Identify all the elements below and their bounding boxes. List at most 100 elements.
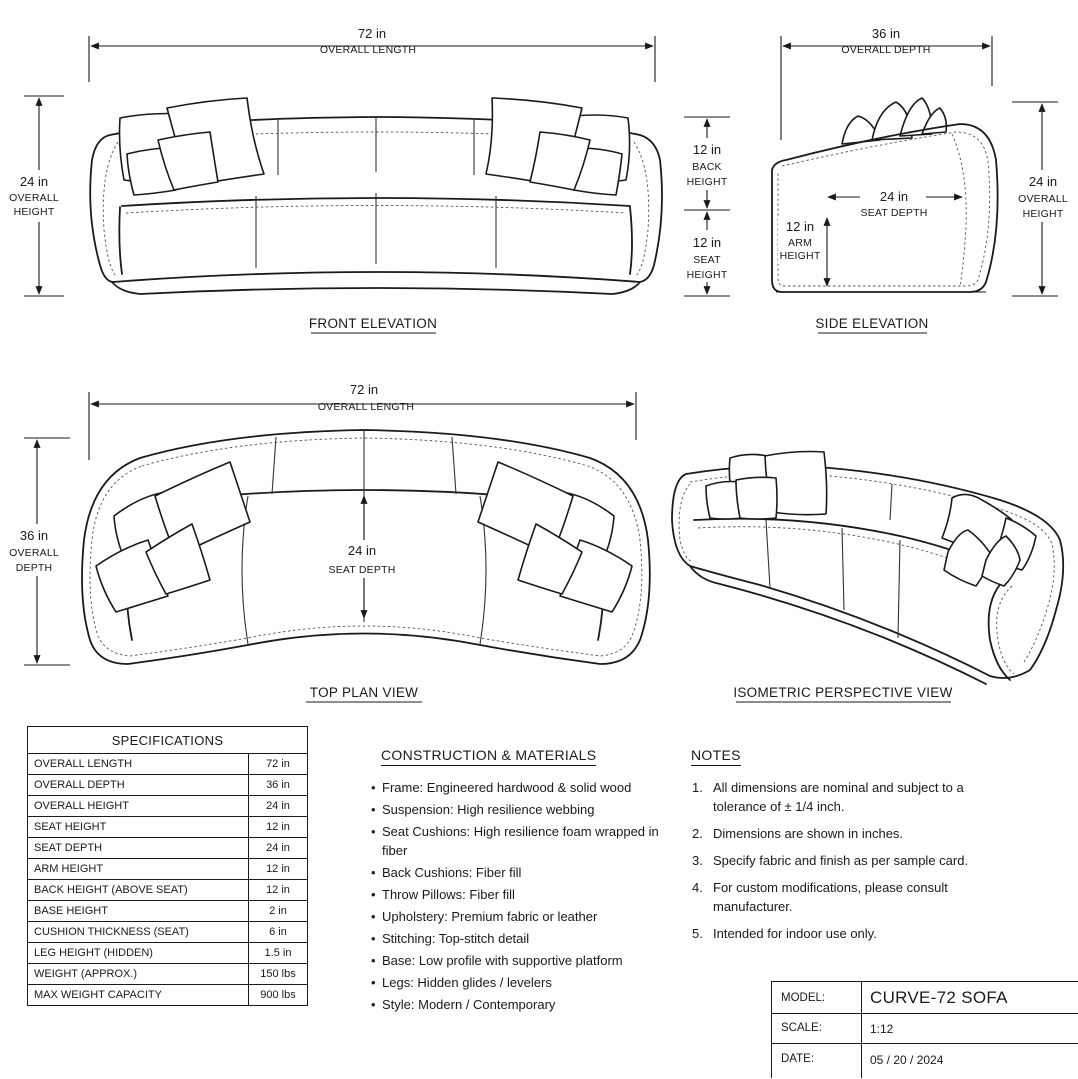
- spec-label: LEG HEIGHT (HIDDEN): [27, 942, 249, 964]
- plan-length-value: 72 in: [350, 382, 378, 397]
- construction-heading: CONSTRUCTION & MATERIALS: [381, 747, 597, 766]
- front-height-label-2: HEIGHT: [14, 206, 55, 218]
- front-length-value: 72 in: [358, 26, 386, 41]
- list-item: Suspension: High resilience webbing: [371, 800, 671, 819]
- model-label: MODEL:: [781, 992, 826, 1004]
- table-row: CUSHION THICKNESS (SEAT)6 in: [27, 921, 308, 943]
- note-number: 5.: [692, 926, 703, 941]
- notes-heading: NOTES: [691, 747, 741, 766]
- spec-label: ARM HEIGHT: [27, 858, 249, 880]
- spec-value: 150 lbs: [248, 963, 308, 985]
- scale-value: 1:12: [870, 1022, 894, 1036]
- spec-value: 24 in: [248, 837, 308, 859]
- side-elevation-view: 36 in OVERALL DEPTH 24 in OVERALL HEIGHT…: [771, 26, 1072, 334]
- date-value: 05 / 20 / 2024: [870, 1053, 944, 1067]
- seat-height-label-1: SEAT: [693, 254, 721, 266]
- top-plan-title: TOP PLAN VIEW: [310, 685, 418, 700]
- construction-title: CONSTRUCTION & MATERIALS: [381, 747, 597, 766]
- top-plan-view: 72 in OVERALL LENGTH 36 in OVERALL DEPTH…: [8, 382, 651, 703]
- note-text: Dimensions are shown in inches.: [713, 826, 904, 841]
- construction-list: Frame: Engineered hardwood & solid wood …: [371, 778, 671, 1017]
- plan-depth-label-1: OVERALL: [9, 547, 59, 559]
- isometric-title: ISOMETRIC PERSPECTIVE VIEW: [733, 685, 952, 700]
- spec-label: BASE HEIGHT: [27, 900, 249, 922]
- spec-label: OVERALL LENGTH: [27, 753, 249, 775]
- side-elevation-title: SIDE ELEVATION: [815, 316, 928, 331]
- side-height-label-2: HEIGHT: [1023, 208, 1064, 220]
- side-height-label-1: OVERALL: [1018, 193, 1068, 205]
- front-sofa-outline: [89, 116, 663, 283]
- list-item: Legs: Hidden glides / levelers: [371, 973, 671, 992]
- spec-value: 900 lbs: [248, 984, 308, 1006]
- list-item: 5. Intended for indoor use only.: [692, 924, 992, 943]
- note-number: 3.: [692, 853, 703, 868]
- notes-title: NOTES: [691, 747, 741, 766]
- spec-value: 12 in: [248, 816, 308, 838]
- spec-label: SEAT HEIGHT: [27, 816, 249, 838]
- title-block: MODEL: CURVE-72 SOFA SCALE: 1:12 DATE: 0…: [771, 981, 1078, 1078]
- spec-label: MAX WEIGHT CAPACITY: [27, 984, 249, 1006]
- list-item: 2. Dimensions are shown in inches.: [692, 824, 992, 843]
- side-seat-depth-value: 24 in: [880, 189, 908, 204]
- side-seat-depth-label: SEAT DEPTH: [861, 207, 928, 219]
- plan-length-label: OVERALL LENGTH: [318, 401, 414, 413]
- spec-value: 36 in: [248, 774, 308, 796]
- list-item: Base: Low profile with supportive platfo…: [371, 951, 671, 970]
- spec-label: OVERALL DEPTH: [27, 774, 249, 796]
- back-height-value: 12 in: [693, 142, 721, 157]
- plan-sofa-outline: [81, 429, 651, 665]
- note-text: Intended for indoor use only.: [713, 926, 877, 941]
- arm-height-label-1: ARM: [788, 237, 812, 249]
- note-text: Specify fabric and finish as per sample …: [713, 853, 969, 868]
- front-height-label-1: OVERALL: [9, 192, 59, 204]
- spec-label: BACK HEIGHT (ABOVE SEAT): [27, 879, 249, 901]
- side-height-value: 24 in: [1029, 174, 1057, 189]
- list-item: 3. Specify fabric and finish as per sampl…: [692, 851, 992, 870]
- scale-label: SCALE:: [781, 1022, 822, 1034]
- back-height-label-2: HEIGHT: [687, 176, 728, 188]
- list-item: Stitching: Top-stitch detail: [371, 929, 671, 948]
- seat-height-value: 12 in: [693, 235, 721, 250]
- plan-seat-depth-label: SEAT DEPTH: [329, 564, 396, 576]
- front-height-value: 24 in: [20, 174, 48, 189]
- side-depth-value: 36 in: [872, 26, 900, 41]
- list-item: 4. For custom modifications, please consu…: [692, 878, 992, 916]
- spec-label: OVERALL HEIGHT: [27, 795, 249, 817]
- spec-value: 2 in: [248, 900, 308, 922]
- plan-depth-value: 36 in: [20, 528, 48, 543]
- note-number: 4.: [692, 880, 703, 895]
- table-row: WEIGHT (APPROX.)150 lbs: [27, 963, 308, 985]
- list-item: 1.All dimensions are nominal and subject…: [692, 778, 992, 816]
- spec-label: SEAT DEPTH: [27, 837, 249, 859]
- seat-height-label-2: HEIGHT: [687, 269, 728, 281]
- spec-value: 6 in: [248, 921, 308, 943]
- plan-depth-label-2: DEPTH: [16, 562, 53, 574]
- spec-label: WEIGHT (APPROX.): [27, 963, 249, 985]
- spec-value: 72 in: [248, 753, 308, 775]
- list-item: Back Cushions: Fiber fill: [371, 863, 671, 882]
- note-number: 2.: [692, 826, 703, 841]
- title-block-scale-row: SCALE: 1:12: [772, 1014, 1078, 1044]
- back-height-label-1: BACK: [692, 161, 721, 173]
- front-length-label: OVERALL LENGTH: [320, 44, 416, 56]
- list-item: Seat Cushions: High resilience foam wrap…: [371, 822, 671, 860]
- note-text: All dimensions are nominal and subject t…: [713, 780, 964, 814]
- note-text: For custom modifications, please consult…: [713, 880, 948, 914]
- spec-value: 24 in: [248, 795, 308, 817]
- title-block-date-row: DATE: 05 / 20 / 2024: [772, 1044, 1078, 1079]
- notes-list: 1.All dimensions are nominal and subject…: [692, 778, 992, 951]
- arm-height-label-2: HEIGHT: [780, 250, 821, 262]
- spec-value: 1.5 in: [248, 942, 308, 964]
- plan-seat-depth-value: 24 in: [348, 543, 376, 558]
- table-row: LEG HEIGHT (HIDDEN)1.5 in: [27, 942, 308, 964]
- spec-value: 12 in: [248, 879, 308, 901]
